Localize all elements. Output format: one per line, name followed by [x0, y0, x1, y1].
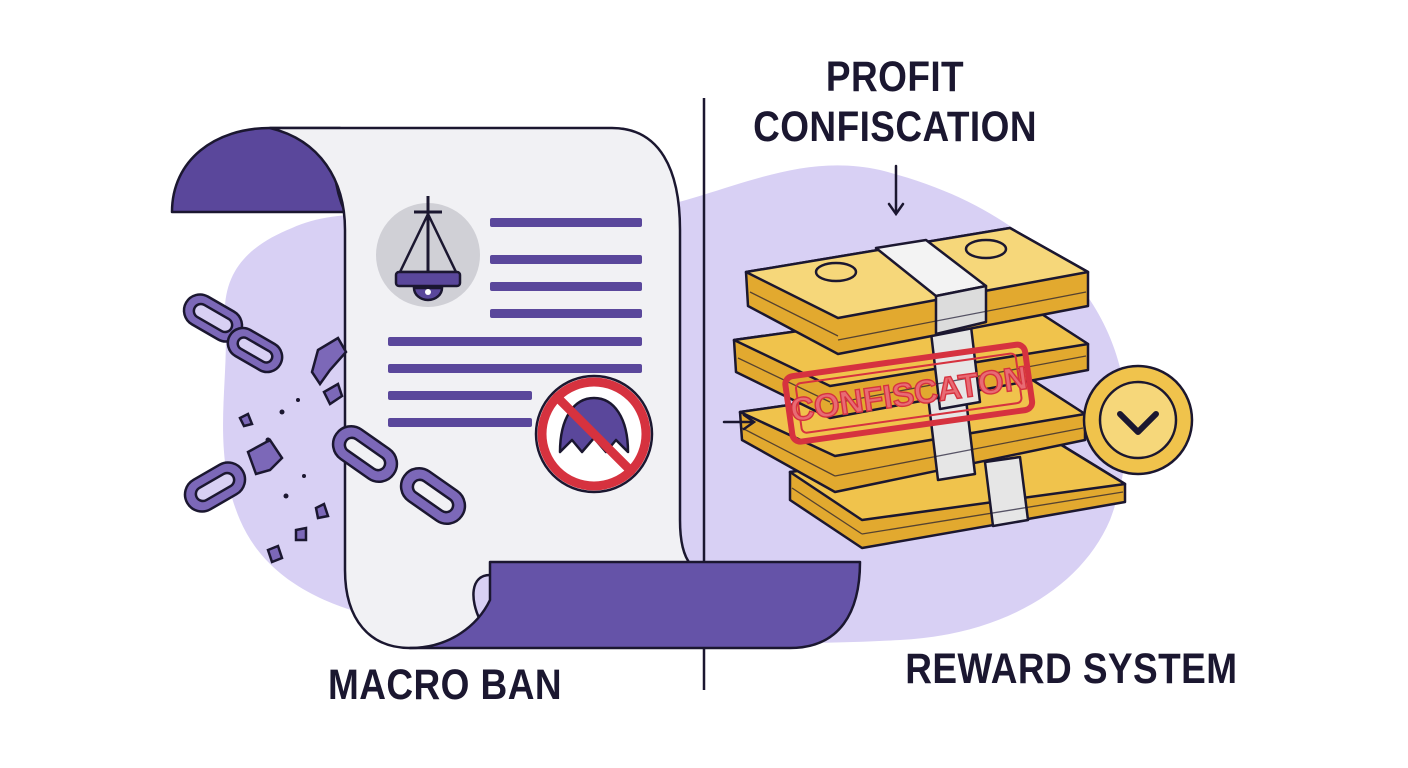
- chain-debris-dots: [265, 398, 306, 499]
- reward-system-label: REWARD SYSTEM: [905, 645, 1238, 693]
- document-text-lines: [388, 218, 642, 427]
- macro-ban-label: MACRO BAN: [328, 661, 562, 709]
- profit-confiscation-line-2: CONFISCATION: [753, 103, 1037, 151]
- cash-stack-icon: [732, 226, 1127, 550]
- balance-scale-icon: [376, 196, 480, 307]
- check-coin-icon: [1082, 364, 1194, 476]
- cash-edge-lines: [737, 291, 1124, 535]
- broken-chain-icon: [182, 293, 467, 564]
- arrow-down-icon: [887, 164, 905, 217]
- profit-confiscation-label: PROFIT CONFISCATION: [753, 52, 1037, 152]
- arrow-right-icon: [722, 413, 757, 431]
- prohibition-icon: [534, 374, 654, 494]
- profit-confiscation-line-1: PROFIT: [825, 53, 965, 101]
- scroll-bottom-band: [408, 560, 862, 650]
